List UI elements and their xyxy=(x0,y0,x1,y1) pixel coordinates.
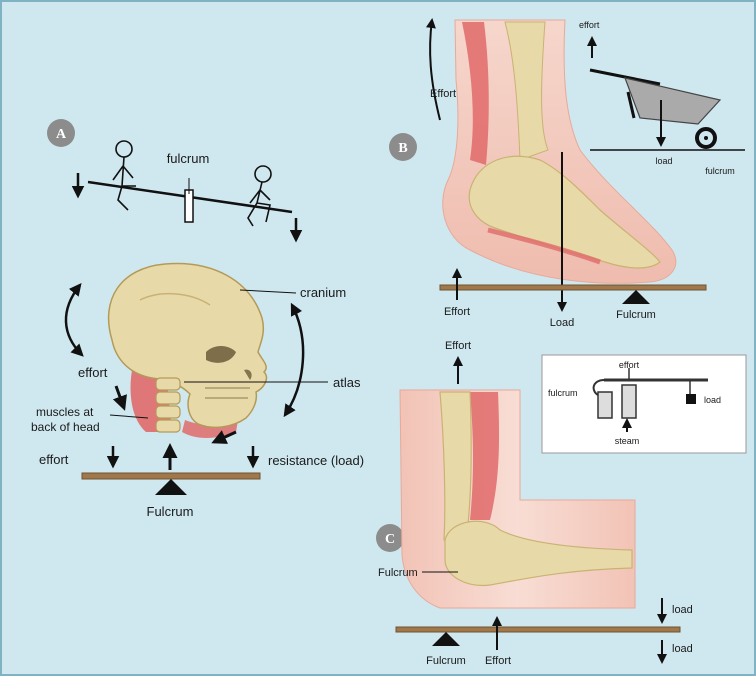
panel-c-badge-label: C xyxy=(385,532,395,547)
foot-bones xyxy=(468,155,661,269)
steam-valve-inset: effort fulcrum load steam xyxy=(541,354,747,454)
skull-teeth xyxy=(205,387,250,399)
wheelbarrow-fulcrum-label: fulcrum xyxy=(705,166,735,176)
panel-c-lever-plank xyxy=(395,626,681,633)
humerus-bone xyxy=(439,391,472,541)
skull-eye-socket xyxy=(206,346,236,363)
panel-c-fulcrum-triangle xyxy=(432,632,460,646)
panel-c: C Effort Fulcrum Fulcrum Effort load loa… xyxy=(376,340,747,667)
steam-valve-fulcrum-label: fulcrum xyxy=(548,388,578,398)
panel-a-fulcrum-triangle xyxy=(155,479,187,495)
skull-illustration: cranium atlas effort muscles at back of … xyxy=(31,262,361,444)
panel-a-lever-fulcrum-label: Fulcrum xyxy=(147,504,194,519)
wheelbarrow-effort-label: effort xyxy=(579,20,600,30)
panel-c-lever-effort-label: Effort xyxy=(485,655,511,667)
cranium-label: cranium xyxy=(300,285,346,300)
biceps-muscle xyxy=(470,392,500,520)
panel-b-lever: Effort Load Fulcrum xyxy=(439,268,707,329)
panel-a-badge-label: A xyxy=(56,127,67,142)
stick-figure-left xyxy=(112,140,136,211)
skull xyxy=(107,262,268,429)
steam-label: steam xyxy=(615,436,640,446)
panel-b-effort-arc-arrow xyxy=(425,18,441,121)
steam-valve-load-label: load xyxy=(704,395,721,405)
muscles-pointer xyxy=(109,414,149,419)
panel-c-badge xyxy=(376,524,404,552)
cranium-pointer xyxy=(239,289,297,294)
panel-b-badge-label: B xyxy=(398,141,407,156)
panel-b-badge xyxy=(389,133,417,161)
seesaw-fulcrum-label: fulcrum xyxy=(167,151,210,166)
panel-b-lever-load-label: Load xyxy=(550,317,574,329)
muscle-pull-arrow xyxy=(112,385,127,411)
wheelbarrow-load-label: load xyxy=(655,156,672,166)
steam-valve-box xyxy=(541,354,747,454)
tibia-bone xyxy=(504,21,549,161)
jaw-arrow xyxy=(211,430,237,444)
panel-c-effort-top-label: Effort xyxy=(445,340,471,352)
wheelbarrow-wheel xyxy=(695,127,717,149)
steam-valve-effort-label: effort xyxy=(619,360,640,370)
skull-effort-label: effort xyxy=(78,365,108,380)
panel-b-lever-plank xyxy=(439,284,707,291)
panel-a-lever-resistance-label: resistance (load) xyxy=(268,453,364,468)
stick-figure-right xyxy=(247,165,272,227)
panel-c-load-label-bottom: load xyxy=(672,643,693,655)
panel-a: A fulcrum xyxy=(31,119,364,519)
panel-c-load-label-top: load xyxy=(672,604,693,616)
panel-a-lever-effort-label: effort xyxy=(39,452,69,467)
head-rotation-arrow-left xyxy=(64,283,84,357)
head-rotation-arrow-right xyxy=(283,302,305,418)
cervical-vertebrae xyxy=(155,377,181,433)
wheelbarrow-handle xyxy=(589,68,661,86)
panel-a-lever: effort resistance (load) Fulcrum xyxy=(39,443,364,519)
skull-nasal-cavity xyxy=(244,369,252,380)
muscles-label-line1: muscles at xyxy=(36,405,94,419)
forearm-bones xyxy=(444,520,633,587)
sole-muscle xyxy=(487,227,601,265)
muscles-label-line2: back of head xyxy=(31,420,100,434)
calf-muscle xyxy=(462,22,489,165)
seesaw-illustration: fulcrum xyxy=(71,140,303,243)
panel-a-lever-plank xyxy=(81,472,261,480)
panel-b: B Effort Effort Load Fulcrum xyxy=(389,18,745,329)
panel-b-lever-effort-label: Effort xyxy=(444,306,470,318)
panel-b-fulcrum-triangle xyxy=(622,290,650,304)
steam-valve-load-weight xyxy=(686,394,696,404)
panel-a-badge xyxy=(47,119,75,147)
steam-valve-body xyxy=(597,384,637,419)
elbow-illustration: Fulcrum xyxy=(378,389,636,609)
wheelbarrow-hub xyxy=(704,136,708,140)
foot-illustration: Effort xyxy=(425,18,677,312)
panel-c-lever: Fulcrum Effort load load xyxy=(395,598,693,667)
wheelbarrow-leg xyxy=(626,91,636,119)
panel-c-lever-fulcrum-label: Fulcrum xyxy=(426,655,466,667)
atlas-label: atlas xyxy=(333,375,361,390)
seesaw-fulcrum-post xyxy=(184,189,194,223)
skull-suture xyxy=(139,292,211,306)
panel-b-lever-fulcrum-label: Fulcrum xyxy=(616,309,656,321)
panel-b-effort-arc-label: Effort xyxy=(430,88,456,100)
wheelbarrow-tray xyxy=(624,77,722,125)
wheelbarrow-illustration: effort load fulcrum xyxy=(579,20,745,176)
elbow-fulcrum-label: Fulcrum xyxy=(378,567,418,579)
